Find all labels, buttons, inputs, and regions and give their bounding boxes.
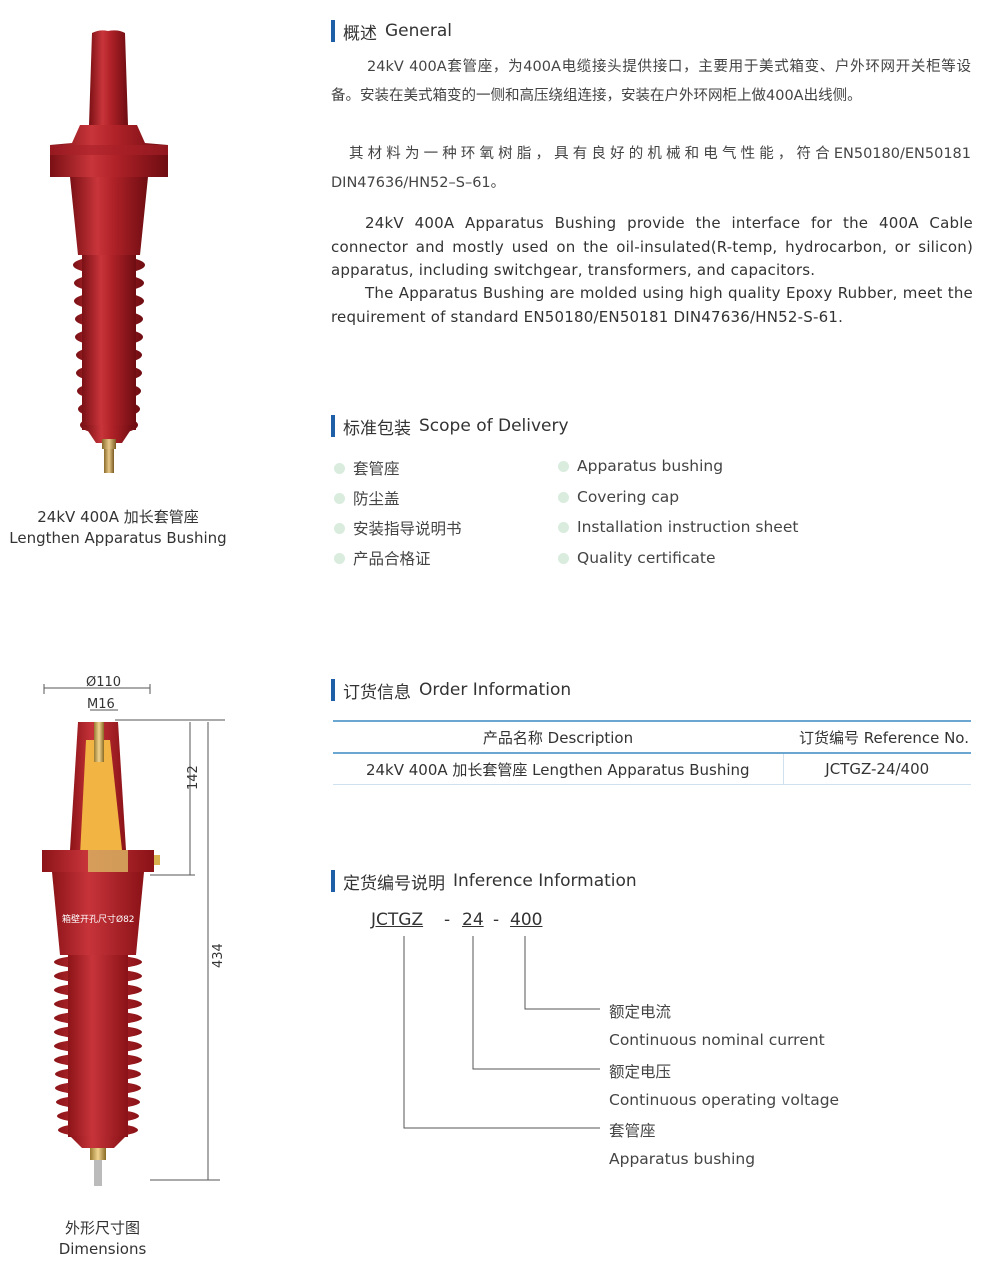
order-title-en: Order Information xyxy=(419,680,572,700)
code-separator-1: - xyxy=(444,910,451,930)
bullet-dot xyxy=(558,491,569,503)
inference-voltage-en: Continuous operating voltage xyxy=(609,1091,840,1109)
inference-current-cn: 额定电流 xyxy=(609,1003,672,1021)
scope-item-cn-1: 套管座 xyxy=(334,457,400,479)
code-segment-series: JCTGZ xyxy=(371,910,424,930)
bullet-dot xyxy=(334,552,345,564)
general-en-paragraph-2: The Apparatus Bushing are molded using h… xyxy=(331,284,973,326)
section-bar xyxy=(331,20,335,42)
scope-title-en: Scope of Delivery xyxy=(419,416,569,436)
scope-item-en-3: Installation instruction sheet xyxy=(558,518,798,536)
scope-title-cn: 标准包装 xyxy=(343,418,411,439)
scope-item-cn-4: 产品合格证 xyxy=(334,547,431,569)
product-caption-cn: 24kV 400A 加长套管座 xyxy=(37,508,199,526)
general-cn-paragraph-1: 24kV 400A套管座，为400A电缆接头提供接口，主要用于美式箱变、户外环网… xyxy=(331,59,971,104)
order-header-reference: 订货编号 Reference No. xyxy=(799,728,969,747)
bullet-dot xyxy=(558,521,569,533)
inference-bushing-cn: 套管座 xyxy=(609,1122,656,1140)
product-caption: 24kV 400A 加长套管座 Lengthen Apparatus Bushi… xyxy=(0,507,236,549)
order-row-reference: JCTGZ-24/400 xyxy=(825,760,930,778)
code-segment-current: 400 xyxy=(510,910,543,930)
scope-item-en-2: Covering cap xyxy=(558,488,679,506)
general-title-cn: 概述 xyxy=(343,23,377,44)
section-bar xyxy=(331,870,335,892)
order-title-cn: 订货信息 xyxy=(343,682,411,703)
dim-thread: M16 xyxy=(87,697,115,712)
section-bar xyxy=(331,679,335,701)
order-table-header: 产品名称 Description 订货编号 Reference No. xyxy=(333,721,971,753)
dimension-drawing xyxy=(42,684,225,1186)
product-photo xyxy=(50,30,168,473)
scope-item-cn-3: 安装指导说明书 xyxy=(334,517,462,539)
inference-title-en: Inference Information xyxy=(453,871,637,891)
inference-title-cn: 定货编号说明 xyxy=(343,873,445,894)
dim-cutout-label: 箱壁开孔尺寸Ø82 xyxy=(62,915,135,925)
order-header-description: 产品名称 Description xyxy=(482,728,634,747)
code-segment-voltage: 24 xyxy=(462,910,484,930)
inference-current-en: Continuous nominal current xyxy=(609,1031,825,1049)
bullet-dot xyxy=(558,460,569,472)
scope-item-cn-2: 防尘盖 xyxy=(334,487,400,509)
bullet-dot xyxy=(334,522,345,534)
order-table: 产品名称 Description 订货编号 Reference No. 24kV… xyxy=(333,720,971,785)
dim-outer-diameter: Ø110 xyxy=(86,675,122,690)
section-order-title: 订货信息 Order Information xyxy=(331,678,572,703)
general-en-paragraph-1: 24kV 400A Apparatus Bushing provide the … xyxy=(331,214,973,279)
dimensions-caption: 外形尺寸图 Dimensions xyxy=(30,1218,175,1260)
bullet-dot xyxy=(334,462,345,474)
section-inference-title: 定货编号说明 Inference Information xyxy=(331,869,637,894)
bullet-dot xyxy=(334,492,345,504)
bullet-dot xyxy=(558,552,569,564)
code-separator-2: - xyxy=(493,910,500,930)
inference-voltage-cn: 额定电压 xyxy=(609,1063,672,1081)
scope-item-en-4: Quality certificate xyxy=(558,549,716,567)
dimensions-caption-cn: 外形尺寸图 xyxy=(64,1219,140,1237)
product-caption-en: Lengthen Apparatus Bushing xyxy=(9,529,227,547)
section-general-title: 概述 General xyxy=(331,19,452,44)
inference-bushing-en: Apparatus bushing xyxy=(609,1150,756,1168)
general-title-en: General xyxy=(385,21,452,41)
table-row: 24kV 400A 加长套管座 Lengthen Apparatus Bushi… xyxy=(333,753,971,785)
section-bar xyxy=(331,415,335,437)
general-cn-paragraph-2: 其材料为一种环氧树脂，具有良好的机械和电气性能，符合EN50180/EN5018… xyxy=(331,146,971,191)
dimensions-caption-en: Dimensions xyxy=(58,1240,147,1258)
section-scope-title: 标准包装 Scope of Delivery xyxy=(331,414,569,439)
order-row-description: 24kV 400A 加长套管座 Lengthen Apparatus Bushi… xyxy=(333,753,784,785)
scope-item-en-1: Apparatus bushing xyxy=(558,457,723,475)
